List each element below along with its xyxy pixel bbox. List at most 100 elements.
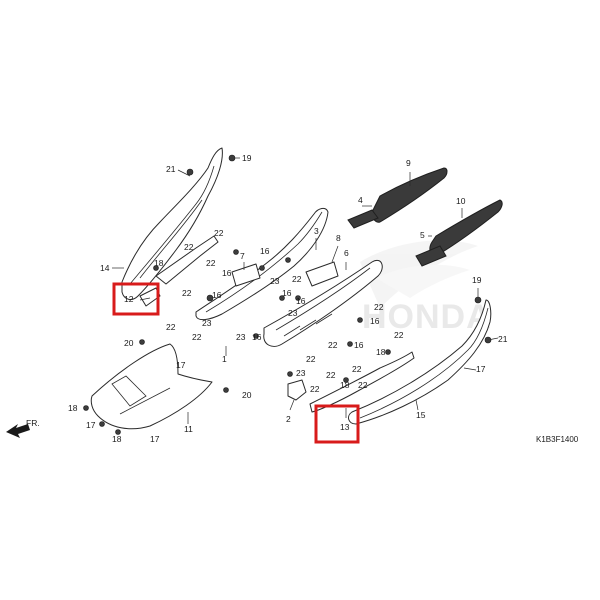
bolt-marker [253,333,259,339]
bolt-marker [99,421,105,427]
bolt-marker [279,295,285,301]
callout-label: 22 [328,340,338,350]
under-cover-part [90,343,213,430]
under-cover-rib [119,387,171,415]
bolt-marker [474,296,482,304]
callout-label: 6 [344,248,349,258]
callout-label: 7 [240,251,245,261]
callout-label: 22 [292,274,302,284]
lead-12 [139,297,151,301]
callout-label: 1 [222,354,227,364]
callout-label: 22 [306,354,316,364]
bolt-marker [343,377,349,383]
callout-label: 2 [286,414,291,424]
right-deck-strip-upper-part [371,167,448,223]
callout-label: 22 [214,228,224,238]
bolt-marker [153,265,159,271]
callout-label: 21 [498,334,508,344]
callout-label: 23 [270,276,280,286]
highlight-box-part-13 [314,404,360,444]
bolt-marker [385,349,391,355]
small-pad-part [305,261,339,287]
callout-label: 10 [456,196,466,206]
honda-watermark-text: HONDA [362,298,492,336]
lead-17c [463,367,477,371]
callout-label: 22 [182,288,192,298]
left-bracket-part [155,235,219,285]
callout-label: 21 [166,164,176,174]
bolt-marker [295,295,301,301]
callout-label: 22 [326,370,336,380]
callout-label: 4 [358,195,363,205]
front-direction-arrow: FR. [6,418,40,438]
callout-label: 23 [236,332,246,342]
under-cover-pocket [111,375,147,407]
lead-lines [112,157,499,424]
small-strip-part-2 [415,245,447,267]
bolt-marker [223,387,229,393]
callout-label: 22 [166,322,176,332]
bolt-marker [287,371,293,377]
callout-label: 16 [282,288,292,298]
lower-strip-part [309,351,415,413]
bolt-marker [259,265,265,271]
bolt-marker [186,168,194,176]
callout-label: 16 [260,246,270,256]
callout-label: 23 [288,308,298,318]
center-left-long-cover-edge [205,211,323,313]
bolt-marker [139,339,145,345]
lead-21a [177,169,191,177]
bolt-marker [357,317,363,323]
callout-label: 22 [184,242,194,252]
bolt-marker [347,341,353,347]
floor-panel-part [263,260,383,347]
callout-label: 12 [124,294,134,304]
callout-label: 8 [336,233,341,243]
callout-label: 22 [192,332,202,342]
small-bracket-part [287,379,307,401]
callout-label: 5 [420,230,425,240]
highlight-box-part-12 [112,282,160,316]
callout-label: 22 [206,258,216,268]
front-label: FR. [26,418,40,428]
callout-label: 18 [376,347,386,357]
callout-label: 18 [154,258,164,268]
callout-label: 22 [310,384,320,394]
diagram-code: K1B3F1400 [536,435,579,444]
bolt-marker [83,405,89,411]
bolt-marker [228,154,236,162]
bolt-marker [285,257,291,263]
callout-label: 22 [358,380,368,390]
left-side-cover-part [121,147,223,300]
callout-label: 16 [370,316,380,326]
callout-label: 17 [476,364,486,374]
callout-label: 16 [252,332,262,342]
callout-label: 13 [340,422,350,432]
bolt-marker [115,429,121,435]
right-side-cover-edge [359,307,489,419]
small-plate-part [231,263,261,287]
bolt-marker [484,336,492,344]
callout-label: 22 [394,330,404,340]
floor-panel-edge [275,267,371,331]
callout-label: 14 [100,263,110,273]
callout-label: 16 [354,340,364,350]
lead-2 [289,399,295,411]
callout-label: 18 [68,403,78,413]
arrow-icon [6,424,30,438]
left-trim-part [139,287,161,307]
callout-labels: 21 19 14 12 3 4 9 10 5 8 6 7 11 2 13 15 … [68,153,508,444]
callout-label: 17 [150,434,160,444]
callout-label: 19 [242,153,252,163]
bolt-marker [206,294,214,302]
callout-label: 17 [176,360,186,370]
callout-label: 20 [124,338,134,348]
callout-label: 22 [352,364,362,374]
left-side-cover-edge [129,165,215,285]
callout-label: 16 [296,296,306,306]
callout-label: 11 [184,424,193,434]
callout-label: 15 [416,410,426,420]
honda-wing-watermark [360,240,478,308]
